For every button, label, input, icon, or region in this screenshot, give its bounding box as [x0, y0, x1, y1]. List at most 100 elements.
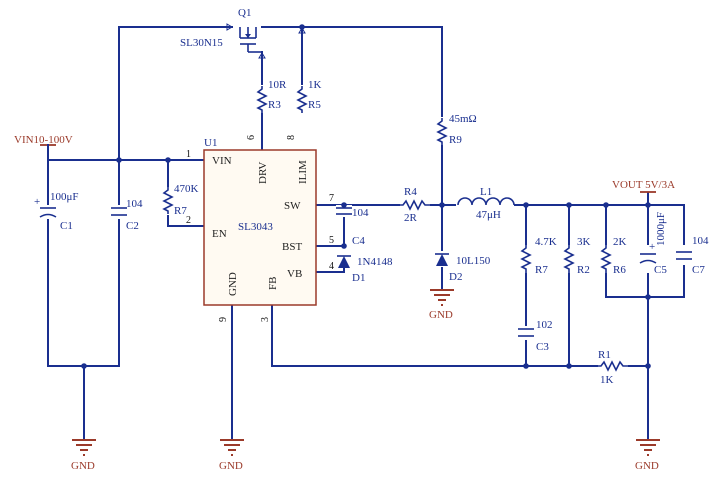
- ground-d2: GND: [429, 289, 454, 321]
- r1-value: 1K: [600, 374, 614, 386]
- pin-num-2: 2: [186, 215, 191, 226]
- pin-num-8: 8: [286, 135, 297, 140]
- r3-value: 10R: [268, 79, 287, 91]
- r5-value: 1K: [308, 79, 322, 91]
- c2-value: 104: [126, 198, 143, 210]
- ground-ic: GND: [219, 439, 244, 472]
- r2-value: 3K: [577, 236, 591, 248]
- gnd-d2-label: GND: [429, 309, 453, 321]
- resistor-r6: 2K R6: [600, 236, 627, 276]
- c1-value: 100μF: [50, 191, 79, 203]
- pin-num-1: 1: [186, 149, 191, 160]
- gnd-ic-label: GND: [219, 460, 243, 472]
- c3-value: 102: [536, 319, 553, 331]
- pin-num-3: 3: [260, 317, 271, 322]
- r1-ref: R1: [598, 349, 611, 361]
- c4-value: 104: [352, 207, 369, 219]
- ic-ref: U1: [204, 137, 217, 149]
- c3-ref: C3: [536, 341, 549, 353]
- capacitor-c5: + 1000μF C5: [639, 212, 667, 276]
- d1-value: 1N4148: [357, 256, 393, 268]
- r7-left-value: 470K: [174, 183, 199, 195]
- c1-ref: C1: [60, 220, 73, 232]
- c2-ref: C2: [126, 220, 139, 232]
- l1-ref: L1: [480, 186, 492, 198]
- gnd-right-label: GND: [635, 460, 659, 472]
- vout-label: VOUT 5V/3A: [612, 179, 675, 191]
- resistor-r7-right: 4.7K R7: [520, 236, 557, 276]
- svg-text:+: +: [34, 196, 40, 208]
- wire-en: [167, 159, 205, 227]
- r3-ref: R3: [268, 99, 281, 111]
- gnd-left-label: GND: [71, 460, 95, 472]
- resistor-r4: R4 2R: [400, 186, 430, 224]
- capacitor-c4: 104 C4: [336, 207, 369, 247]
- r9-ref: R9: [449, 134, 462, 146]
- pin-label-vb: VB: [287, 268, 302, 280]
- r6-ref: R6: [613, 264, 626, 276]
- pin-num-5: 5: [329, 235, 334, 246]
- r4-ref: R4: [404, 186, 417, 198]
- d1-ref: D1: [352, 272, 365, 284]
- ground-right: GND: [635, 439, 660, 472]
- c7-ref: C7: [692, 264, 705, 276]
- diode-d2: 10L150 D2: [435, 253, 491, 283]
- wires: [47, 26, 685, 441]
- pin-label-ilim: ILIM: [297, 160, 309, 184]
- wire-vin-to-q1: [118, 26, 233, 161]
- r7-right-value: 4.7K: [535, 236, 557, 248]
- capacitor-c1: + 100μF C1: [34, 191, 79, 232]
- ic-part: SL3043: [238, 221, 273, 233]
- vout-port: VOUT 5V/3A: [612, 179, 675, 193]
- pin-label-sw: SW: [284, 200, 301, 212]
- pin-label-gnd: GND: [227, 272, 239, 296]
- wire-q1-to-sense: [261, 26, 443, 119]
- d2-value: 10L150: [456, 255, 491, 267]
- resistor-r7-left: 470K R7: [162, 183, 199, 217]
- vin-port: VIN10-100V: [14, 134, 73, 161]
- ground-left: GND: [71, 439, 96, 472]
- wire-fb: [271, 304, 649, 367]
- pin-label-fb: FB: [267, 277, 279, 290]
- pin-label-vin: VIN: [212, 155, 232, 167]
- capacitor-c2: 104 C2: [111, 198, 143, 232]
- resistor-r5: 1K R5: [296, 79, 322, 113]
- inductor-l1: L1 47μH: [457, 186, 515, 221]
- c4-ref: C4: [352, 235, 365, 247]
- diode-d1: 1N4148 D1: [337, 255, 393, 284]
- c5-ref: C5: [654, 264, 667, 276]
- l1-value: 47μH: [476, 209, 501, 221]
- r5-ref: R5: [308, 99, 321, 111]
- ic-u1: U1 SL3043 VIN EN SW BST VB DRV ILIM GND …: [186, 135, 334, 322]
- pin-num-4: 4: [329, 261, 334, 272]
- r7-left-ref: R7: [174, 205, 187, 217]
- pin-num-6: 6: [246, 135, 257, 140]
- vin-label: VIN10-100V: [14, 134, 73, 146]
- pin-label-en: EN: [212, 228, 227, 240]
- c7-value: 104: [692, 235, 709, 247]
- resistor-r2: 3K R2: [563, 236, 591, 276]
- r7-right-ref: R7: [535, 264, 548, 276]
- resistor-r1: R1 1K: [598, 349, 628, 386]
- d2-ref: D2: [449, 271, 462, 283]
- capacitor-c3: 102 C3: [518, 319, 553, 353]
- r9-value: 45mΩ: [449, 113, 477, 125]
- q1-part: SL30N15: [180, 37, 223, 49]
- resistor-r3: 10R R3: [256, 79, 287, 113]
- pin-label-bst: BST: [282, 241, 302, 253]
- ic-body: [203, 149, 317, 306]
- pin-label-drv: DRV: [257, 162, 269, 184]
- resistor-r9: 45mΩ R9: [436, 113, 477, 146]
- q1-ref: Q1: [238, 7, 251, 19]
- r4-value: 2R: [404, 212, 418, 224]
- pin-num-9: 9: [218, 317, 229, 322]
- c5-value: 1000μF: [655, 212, 667, 246]
- pin-num-7: 7: [329, 193, 334, 204]
- r2-ref: R2: [577, 264, 590, 276]
- svg-text:+: +: [649, 241, 655, 253]
- r6-value: 2K: [613, 236, 627, 248]
- junction-dots: [81, 24, 651, 369]
- capacitor-c7: 104 C7: [676, 235, 709, 276]
- mosfet-q1: Q1 SL30N15: [180, 7, 306, 59]
